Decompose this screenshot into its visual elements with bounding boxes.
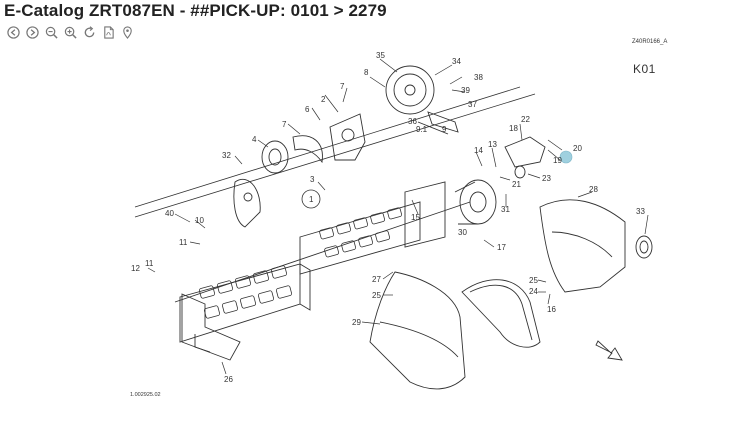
diagram-reference-code: Z40R0166_A [632, 39, 668, 45]
drawing-number: 1.002925.02 [130, 392, 161, 398]
back-button[interactable] [6, 25, 21, 40]
forward-button[interactable] [25, 25, 40, 40]
diagram-group-code: K01 [633, 62, 656, 76]
callout-6[interactable]: 6 [305, 105, 310, 114]
callout-25[interactable]: 25 [372, 291, 381, 300]
callout-27[interactable]: 27 [372, 275, 381, 284]
parts-drawing: 35 34 8 36 38 39 37 7 2 6 9.1 9 7 4 32 3… [131, 51, 653, 390]
reset-icon [84, 26, 95, 38]
zoom-in-icon [64, 26, 77, 39]
callout-14[interactable]: 14 [474, 146, 483, 155]
callout-24[interactable]: 24 [529, 287, 538, 296]
callout-8[interactable]: 8 [364, 68, 369, 77]
zoom-in-button[interactable] [63, 25, 78, 40]
pdf-button[interactable] [101, 25, 116, 40]
callout-28[interactable]: 28 [589, 185, 598, 194]
callout-2[interactable]: 2 [321, 95, 326, 104]
callout-9[interactable]: 9 [442, 125, 447, 134]
callout-17[interactable]: 17 [497, 243, 506, 252]
location-pin-icon [123, 26, 132, 39]
callout-3[interactable]: 3 [310, 175, 315, 184]
callout-23[interactable]: 23 [542, 174, 551, 183]
callout-12[interactable]: 12 [131, 264, 140, 273]
zoom-out-button[interactable] [44, 25, 59, 40]
callout-18[interactable]: 18 [509, 124, 518, 133]
callout-10[interactable]: 10 [195, 216, 204, 225]
reset-button[interactable] [82, 25, 97, 40]
callout-ring [301, 189, 321, 209]
callout-15[interactable]: 15 [411, 213, 420, 222]
hotspot-marker[interactable] [559, 150, 573, 164]
forward-icon [26, 26, 39, 39]
callout-7b[interactable]: 7 [282, 120, 287, 129]
back-icon [7, 26, 20, 39]
callout-16[interactable]: 16 [547, 305, 556, 314]
callout-37[interactable]: 37 [468, 100, 477, 109]
callout-40[interactable]: 40 [165, 209, 174, 218]
callout-11b[interactable]: 11 [145, 259, 154, 268]
pdf-icon [104, 26, 114, 39]
callout-19[interactable]: 19 [553, 156, 562, 165]
callout-25b[interactable]: 25 [529, 276, 538, 285]
callout-11[interactable]: 11 [179, 238, 188, 247]
callout-7[interactable]: 7 [340, 82, 345, 91]
callout-20[interactable]: 20 [573, 144, 582, 153]
callout-36[interactable]: 36 [408, 117, 417, 126]
callout-35[interactable]: 35 [376, 51, 385, 60]
callout-1[interactable]: 1 [309, 195, 314, 204]
callout-9-1[interactable]: 9.1 [416, 125, 428, 134]
zoom-out-icon [45, 26, 58, 39]
callout-30[interactable]: 30 [458, 228, 467, 237]
callout-38[interactable]: 38 [474, 73, 483, 82]
callout-13[interactable]: 13 [488, 140, 497, 149]
callout-32[interactable]: 32 [222, 151, 231, 160]
location-button[interactable] [120, 25, 135, 40]
callout-26[interactable]: 26 [224, 375, 233, 384]
callout-33[interactable]: 33 [636, 207, 645, 216]
callout-39[interactable]: 39 [461, 86, 470, 95]
callout-31[interactable]: 31 [501, 205, 510, 214]
exploded-parts-diagram[interactable]: 35 34 8 36 38 39 37 7 2 6 9.1 9 7 4 32 3… [0, 42, 750, 424]
callout-22[interactable]: 22 [521, 115, 530, 124]
callout-4[interactable]: 4 [252, 135, 257, 144]
callout-21[interactable]: 21 [512, 180, 521, 189]
viewer-toolbar [6, 25, 135, 40]
page-title: E-Catalog ZRT087EN - ##PICK-UP: 0101 > 2… [4, 1, 387, 20]
callout-29[interactable]: 29 [352, 318, 361, 327]
callout-34[interactable]: 34 [452, 57, 461, 66]
